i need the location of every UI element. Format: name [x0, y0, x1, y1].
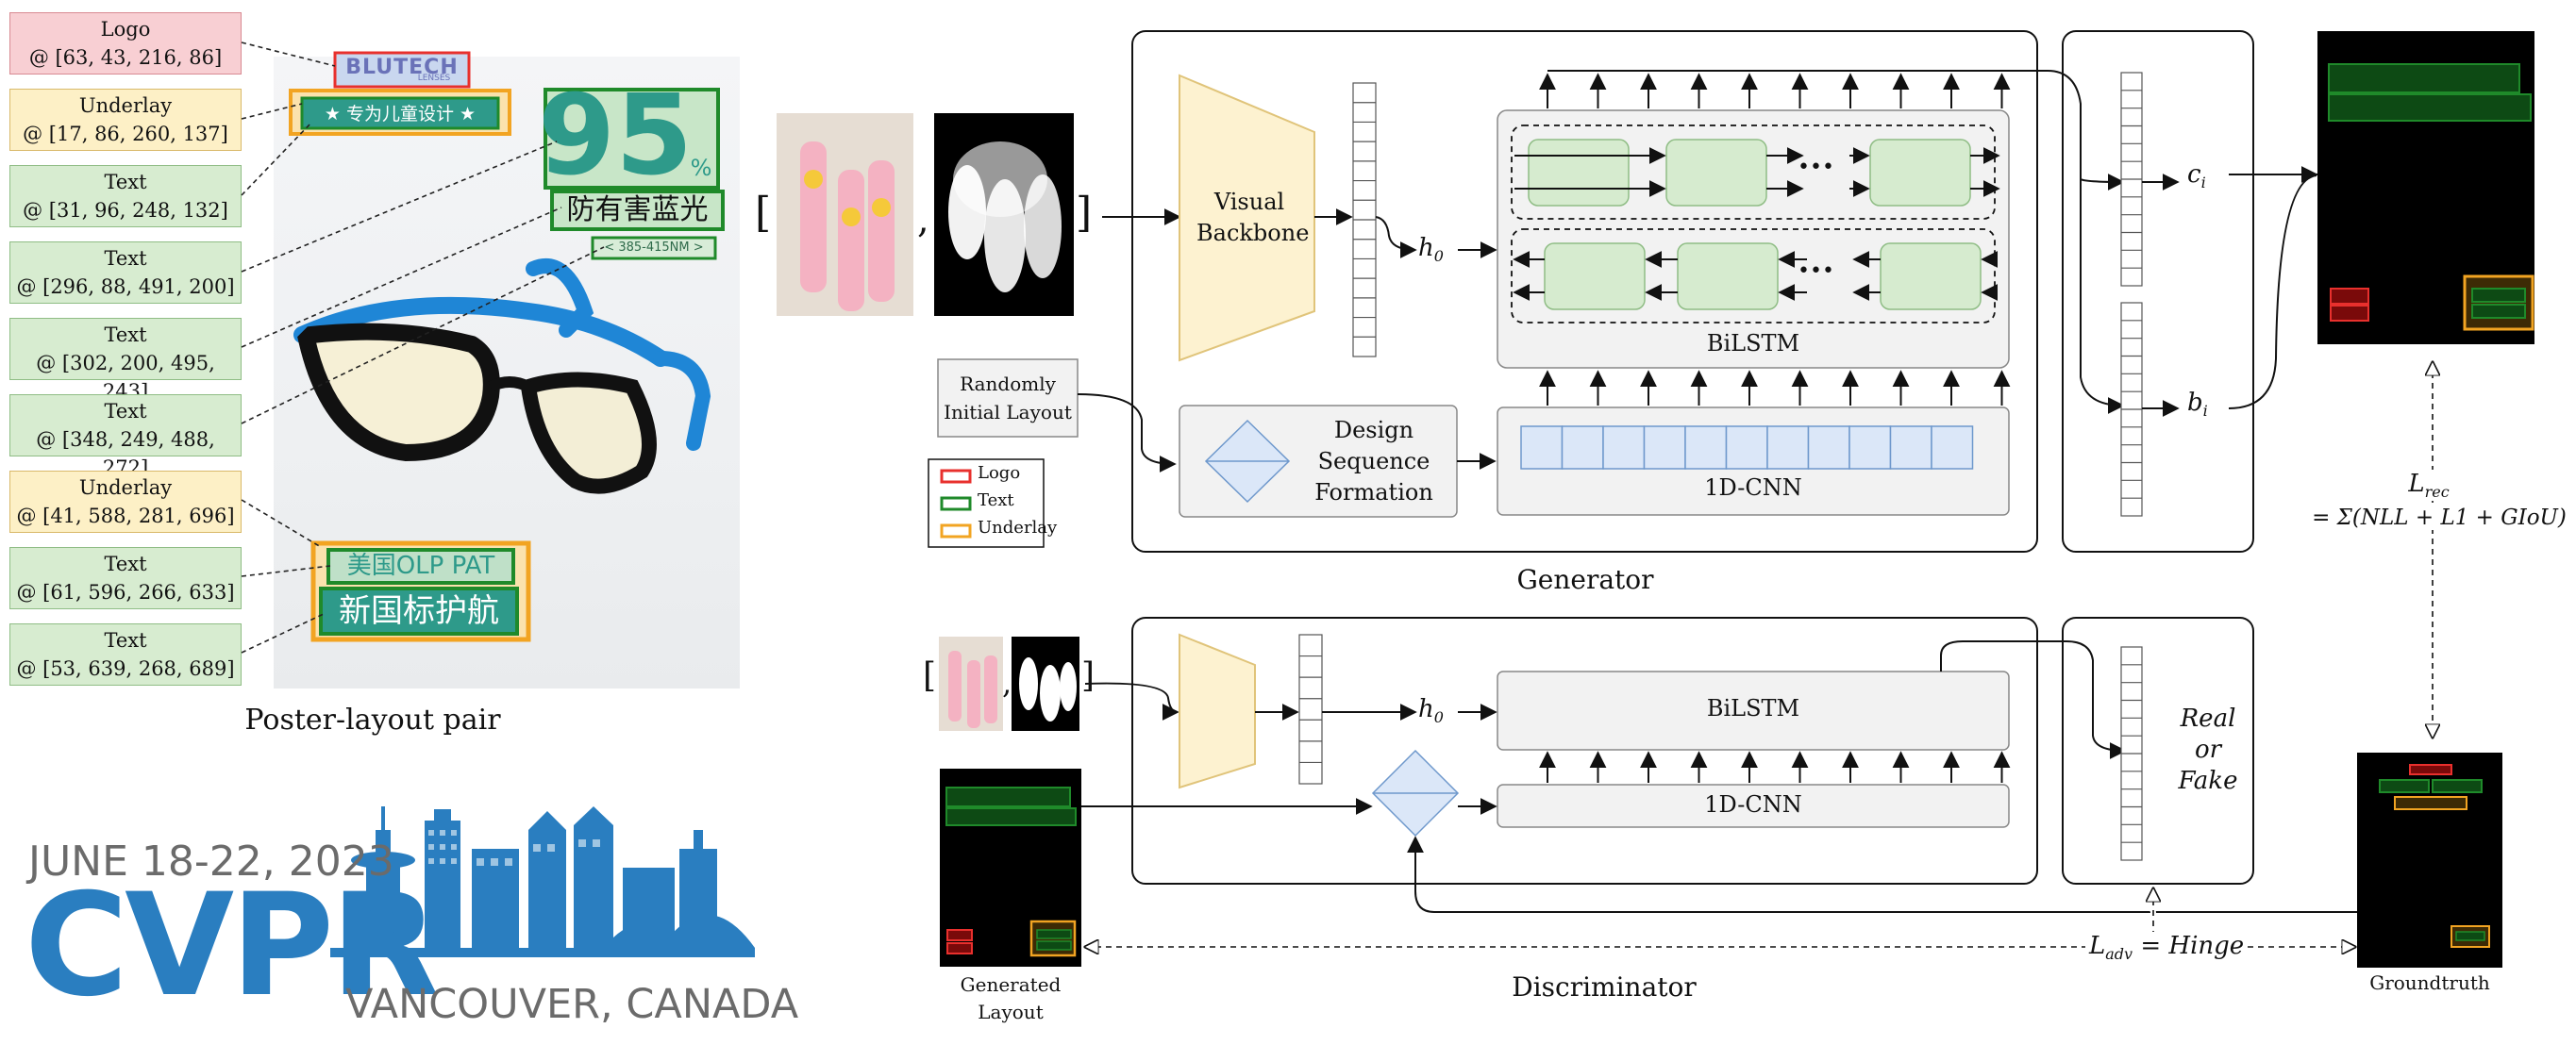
layout-label-coords: @ [41, 588, 281, 696]: [16, 505, 235, 527]
groundtruth-caption: Groundtruth: [2369, 971, 2490, 994]
layout-label-text: Text @ [53, 639, 268, 689]: [9, 623, 242, 686]
layout-label-text: Text@ [302, 200, 495, 243]: [9, 318, 242, 403]
layout-label-type: Text: [104, 171, 147, 193]
random-init-label: Randomly Initial Layout: [944, 373, 1072, 423]
layout-label-underlay: Underlay @ [17, 86, 260, 137]: [9, 89, 242, 151]
lrec-label: Lrec: [2391, 470, 2467, 502]
cnn-label: 1D-CNN: [1704, 474, 1802, 501]
layout-label-type: Underlay: [78, 476, 173, 499]
layout-label-text: Text @ [61, 596, 266, 633]: [9, 547, 242, 609]
layout-label-coords: @ [31, 96, 248, 132]: [23, 199, 228, 222]
cvpr-name: CVPR: [25, 864, 440, 1028]
discriminator-output-box: [2062, 617, 2254, 885]
disc-visual-backbone: [1179, 633, 1256, 789]
or-label: or: [2194, 736, 2222, 764]
poster-line2: 防有害蓝光: [566, 193, 709, 226]
poster-line3: < 385-415NM >: [604, 241, 704, 255]
bracket-open: [: [755, 189, 772, 237]
layout-label-underlay: Underlay @ [41, 588, 281, 696]: [9, 471, 242, 533]
disc-bilstm: [1497, 671, 2010, 751]
generated-layout-caption: Generated Layout: [960, 973, 1062, 1023]
disc-bracket-open: [: [923, 656, 937, 695]
generator-input-poster: [777, 113, 913, 316]
glasses-illustration: [293, 258, 711, 494]
layout-label-text: Text @ [31, 96, 248, 132]: [9, 165, 242, 227]
layout-label-type: Text: [104, 629, 147, 652]
generator-saliency-map: [934, 113, 1074, 316]
legend-logo: Logo: [978, 463, 1021, 483]
disc-bracket-comma: ,: [1002, 665, 1012, 701]
bracket-close: ]: [1076, 189, 1093, 237]
poster-logo-text: BLUTECH: [345, 56, 459, 79]
poster-logo-sub: LENSES: [417, 74, 451, 83]
h0-label: h0: [1418, 234, 1444, 266]
layout-label-coords: @ [53, 639, 268, 689]: [16, 657, 235, 680]
layout-label-coords: @ [348, 249, 488, 272]: [36, 428, 215, 479]
random-initial-layout-box: [937, 358, 1079, 438]
layout-label-text: Text @ [296, 88, 491, 200]: [9, 241, 242, 304]
poster-logo-box: [333, 51, 471, 89]
generator-box: [1131, 30, 2038, 553]
poster-text-box-95: [544, 88, 720, 190]
disc-h0-label: h0: [1418, 695, 1444, 727]
poster-big-number: 95: [538, 70, 694, 200]
layout-legend: [928, 458, 1045, 548]
visual-backbone: [1179, 74, 1315, 362]
bracket-comma: ,: [917, 198, 929, 241]
disc-feature-vector: [1298, 634, 1323, 785]
poster-bottom1: 美国OLP PAT: [346, 552, 495, 580]
discriminator-box: [1131, 617, 2038, 885]
disc-bilstm-label: BiLSTM: [1706, 695, 1800, 722]
disc-bracket-close: ]: [1081, 656, 1096, 695]
layout-label-type: Underlay: [78, 94, 173, 117]
layout-label-type: Text: [104, 553, 147, 575]
layout-label-text: Text @ [348, 249, 488, 272]: [9, 394, 242, 479]
layout-label-coords: @ [61, 596, 266, 633]: [16, 581, 235, 604]
disc-cnn: [1497, 784, 2010, 828]
ci-label: ci: [2187, 160, 2206, 192]
poster-bottom2: 新国标护航: [339, 592, 499, 630]
layout-label-type: Logo: [100, 18, 151, 41]
fake-label: Fake: [2178, 767, 2238, 795]
disc-cnn-label: 1D-CNN: [1704, 791, 1802, 818]
bi-label: bi: [2187, 389, 2208, 421]
disc-saliency-map: [1012, 637, 1079, 731]
poster-underlay-text: ★ 专为儿童设计 ★: [324, 104, 477, 124]
legend-underlay: Underlay: [978, 518, 1058, 538]
discriminator-title: Discriminator: [1512, 971, 1697, 1003]
layout-label-type: Text: [104, 247, 147, 270]
poster-percent: %: [690, 155, 712, 181]
generator-output-box: [2062, 30, 2254, 553]
layout-label-coords: @ [17, 86, 260, 137]: [23, 123, 228, 145]
layout-label-coords: @ [63, 43, 216, 86]: [28, 46, 223, 69]
legend-text: Text: [978, 490, 1014, 510]
disc-input-poster: [939, 637, 1003, 731]
bilstm-ellipsis-bottom: •••: [1798, 259, 1834, 283]
visual-backbone-label: Visual Backbone: [1196, 189, 1310, 246]
layout-label-type: Text: [104, 400, 147, 423]
cvpr-location: VANCOUVER, CANADA: [345, 981, 799, 1028]
real-label: Real: [2180, 705, 2236, 733]
bilstm-label: BiLSTM: [1706, 330, 1800, 357]
design-seq-label: Design Sequence Formation: [1314, 417, 1433, 506]
layout-label-coords: @ [296, 88, 491, 200]: [16, 275, 235, 298]
generator-title: Generator: [1516, 564, 1654, 595]
ladv-label: Ladv = Hinge: [2085, 932, 2249, 964]
layout-label-logo: Logo @ [63, 43, 216, 86]: [9, 12, 242, 75]
poster-caption: Poster-layout pair: [244, 704, 501, 737]
lrec-formula: = Σ(NLL + L1 + GIoU): [2307, 506, 2571, 530]
cvpr-dates: JUNE 18-22, 2023: [28, 838, 394, 886]
layout-label-type: Text: [104, 323, 147, 346]
bilstm-ellipsis-top: •••: [1798, 156, 1834, 179]
